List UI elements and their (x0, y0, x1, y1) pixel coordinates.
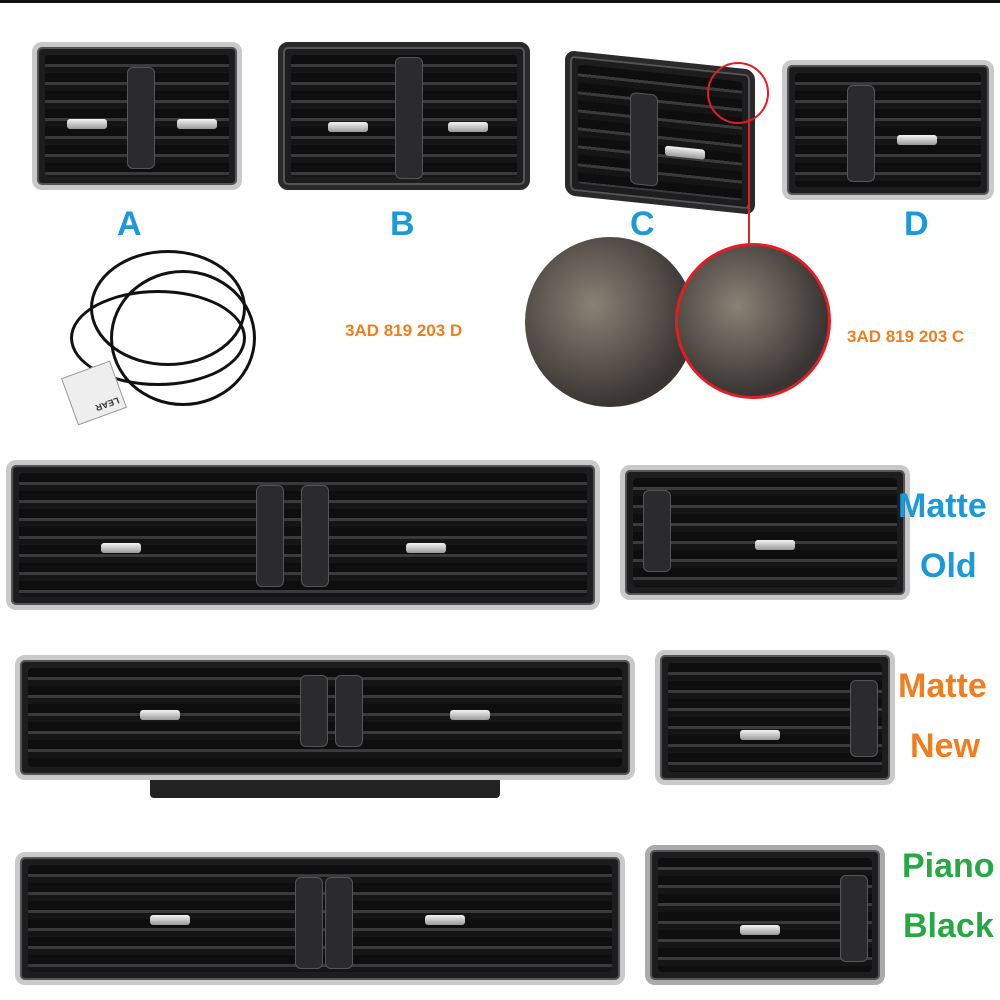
variant-1-line1: Matte (898, 487, 987, 525)
wire-harness: LEAR (50, 240, 265, 426)
rear-vent-b (278, 42, 530, 190)
top-border (0, 0, 1000, 3)
front-vent-matte-new (15, 655, 635, 780)
harness-tag-text: LEAR (94, 395, 121, 413)
side-vent-piano-black (645, 845, 885, 985)
front-vent-matte-old (6, 460, 600, 610)
variant-2-line2: New (910, 727, 980, 765)
highlight-circle (707, 62, 769, 124)
label-b: B (390, 205, 415, 243)
variant-3-line1: Piano (902, 847, 995, 885)
side-vent-matte-new (655, 650, 895, 785)
rear-vent-a (32, 42, 242, 190)
label-d: D (904, 205, 929, 243)
callout-line (748, 118, 750, 246)
variant-2-line1: Matte (898, 667, 987, 705)
detail-circle-c (675, 243, 831, 399)
side-vent-matte-old (620, 465, 910, 600)
variant-3-line2: Black (903, 907, 994, 945)
label-c: C (630, 205, 655, 243)
detail-circle-d (525, 237, 695, 407)
part-number-c: 3AD 819 203 C (847, 327, 965, 346)
label-a: A (117, 205, 142, 243)
part-number-d: 3AD 819 203 D (345, 321, 463, 340)
front-vent-piano-black (15, 852, 625, 985)
rear-vent-d (782, 60, 994, 200)
variant-1-line2: Old (920, 547, 977, 585)
